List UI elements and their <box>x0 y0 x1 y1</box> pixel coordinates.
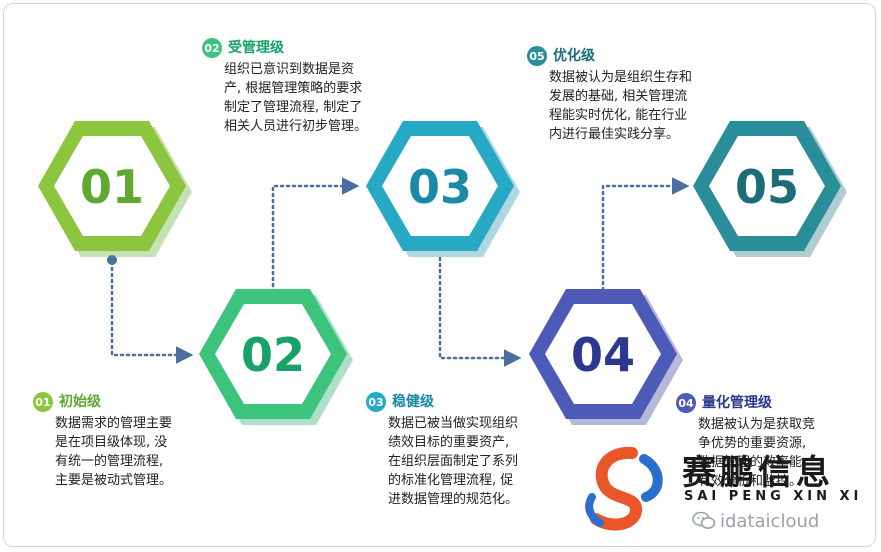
hexagon-number-03: 03 <box>408 160 472 214</box>
hexagon-step-01: 01 <box>38 121 192 257</box>
connector-01-02 <box>110 260 194 364</box>
brand-handle: idataicloud <box>720 511 820 532</box>
brand-name-cn: 赛鹏信息 <box>682 453 834 493</box>
step-01-title: 初始级 <box>59 393 101 410</box>
step-05-description: 05 优化级 数据被认为是组织生存和 发展的基础, 相关管理流 程能实时优化, … <box>527 46 692 144</box>
step-04-description: 04 量化管理级 数据被认为是获取竞 争优势的重要资源, 数据管理的效率能 有效… <box>676 393 815 491</box>
step-02-body: 组织已意识到数据是资 产, 根据管理策略的要求 制定了管理流程, 制定了 相关人… <box>224 62 368 134</box>
step-04-title: 量化管理级 <box>702 394 772 411</box>
step-03-description: 03 稳健级 数据已被当做实现组织 绩效目标的重要资产, 在组织层面制定了系列 … <box>366 392 518 509</box>
connector-03-04 <box>438 256 522 367</box>
connector-start-dot <box>107 255 117 265</box>
step-03-badge: 03 <box>366 392 386 412</box>
hexagon-number-04: 04 <box>571 328 635 382</box>
step-05-title: 优化级 <box>553 47 595 64</box>
hexagon-inner-02 <box>215 304 331 404</box>
hexagon-step-05: 05 <box>693 121 847 257</box>
hexagon-number-01: 01 <box>80 160 144 214</box>
step-01-body: 数据需求的管理主要 是在项目级体现, 没 有统一的管理流程, 主要是被动式管理。 <box>55 416 173 488</box>
diagram-frame <box>3 3 876 547</box>
brand-logo: 赛鹏信息 SAI PENG XIN XI idataicloud <box>582 445 872 545</box>
hexagon-number-02: 02 <box>241 328 305 382</box>
hexagon-inner-05 <box>709 136 825 236</box>
connector-04-05 <box>601 177 690 292</box>
step-01-badge: 01 <box>33 392 53 412</box>
hexagon-step-03: 03 <box>366 121 520 257</box>
connector-02-03 <box>271 177 360 294</box>
wechat-icon <box>692 511 716 529</box>
step-04-badge: 04 <box>676 393 696 413</box>
step-03-body: 数据已被当做实现组织 绩效目标的重要资产, 在组织层面制定了系列 的标准化管理流… <box>388 416 519 507</box>
hexagon-number-05: 05 <box>735 160 799 214</box>
step-01-description: 01 初始级 数据需求的管理主要 是在项目级体现, 没 有统一的管理流程, 主要… <box>33 392 172 490</box>
hexagon-inner-01 <box>54 136 170 236</box>
step-05-badge: 05 <box>527 46 547 66</box>
hexagon-inner-04 <box>545 304 661 404</box>
hexagon-inner-03 <box>382 136 498 236</box>
hexagon-step-02: 02 <box>199 289 353 425</box>
brand-name-en: SAI PENG XIN XI <box>684 489 863 504</box>
hexagon-step-04: 04 <box>529 289 683 425</box>
brand-mark-icon <box>585 446 663 531</box>
step-04-body: 数据被认为是获取竞 争优势的重要资源, 数据管理的效率能 有效分析和监控。 <box>698 417 816 489</box>
step-02-badge: 02 <box>202 38 222 58</box>
step-02-title: 受管理级 <box>228 39 284 56</box>
step-03-title: 稳健级 <box>392 393 434 410</box>
step-05-body: 数据被认为是组织生存和 发展的基础, 相关管理流 程能实时优化, 能在行业 内进… <box>549 70 693 142</box>
step-02-description: 02 受管理级 组织已意识到数据是资 产, 根据管理策略的要求 制定了管理流程,… <box>202 38 367 136</box>
